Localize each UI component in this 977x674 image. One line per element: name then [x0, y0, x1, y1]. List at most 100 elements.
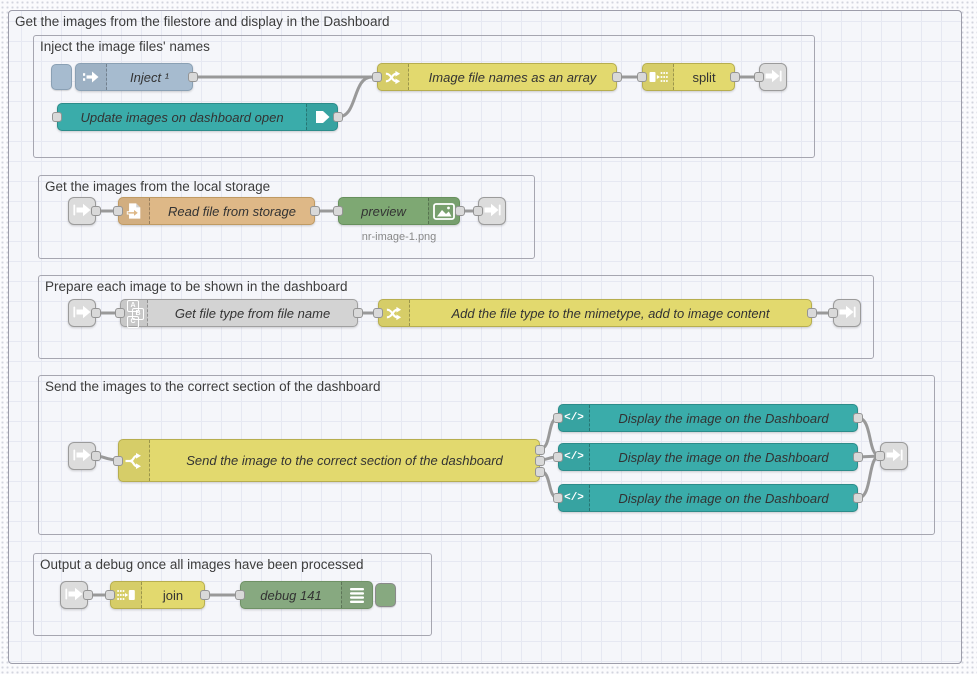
template-code-icon: </>: [559, 405, 590, 431]
node-inject[interactable]: Inject ¹: [75, 63, 198, 91]
node-add-mimetype[interactable]: Add the file type to the mimetype, add t…: [373, 299, 817, 327]
image-icon: [428, 198, 459, 224]
input-port[interactable]: [105, 590, 115, 600]
template-code-icon: </>: [559, 485, 590, 511]
output-port[interactable]: [455, 206, 465, 216]
node-label: Get file type from file name: [174, 305, 331, 321]
node-link-out[interactable]: [828, 299, 861, 327]
output-port[interactable]: [188, 72, 198, 82]
input-port[interactable]: [113, 455, 123, 466]
output-port[interactable]: [730, 72, 740, 82]
node-display-image-1[interactable]: </> Display the image on the Dashboard: [553, 404, 863, 432]
node-link-out[interactable]: [473, 197, 506, 225]
group-local-storage[interactable]: Get the images from the local storage: [38, 175, 535, 259]
node-status-text: nr-image-1.png: [361, 231, 437, 243]
node-label: Display the image on the Dashboard: [618, 490, 829, 506]
output-port-2[interactable]: [535, 456, 545, 466]
node-get-file-type[interactable]: A B C Get file type from file name: [115, 299, 363, 328]
node-label: Inject ¹: [129, 69, 169, 85]
node-display-image-3[interactable]: </> Display the image on the Dashboard: [553, 484, 863, 512]
output-port[interactable]: [853, 452, 863, 462]
node-label: Image file names as an array: [428, 69, 597, 85]
input-port[interactable]: [875, 451, 885, 461]
group-label: Prepare each image to be shown in the da…: [45, 279, 348, 294]
file-icon: [119, 198, 150, 224]
output-port[interactable]: [807, 308, 817, 318]
input-port[interactable]: [52, 112, 62, 122]
wire[interactable]: [336, 75, 374, 119]
inject-arrow-icon: [76, 64, 107, 90]
node-label: join: [162, 587, 184, 603]
input-port[interactable]: [372, 72, 382, 82]
output-port[interactable]: [91, 308, 101, 318]
inject-trigger-button[interactable]: [51, 64, 72, 90]
output-port[interactable]: [200, 590, 210, 600]
group-label: Get the images from the filestore and di…: [15, 14, 390, 29]
debug-toggle-button[interactable]: [375, 583, 396, 607]
node-split[interactable]: split: [637, 63, 740, 91]
link-in-icon: [72, 302, 92, 325]
change-shuffle-icon: [378, 64, 409, 90]
output-port[interactable]: [91, 451, 101, 461]
node-read-file-from-storage[interactable]: Read file from storage: [113, 197, 320, 225]
group-label: Inject the image files' names: [40, 39, 210, 54]
node-label: Read file from storage: [168, 203, 296, 219]
switch-fork-icon: [119, 440, 150, 481]
input-port[interactable]: [828, 308, 838, 318]
node-link-in[interactable]: [68, 299, 101, 327]
node-image-preview[interactable]: preview: [333, 197, 465, 225]
output-port[interactable]: [853, 413, 863, 423]
output-port[interactable]: [83, 590, 93, 600]
group-output-debug[interactable]: Output a debug once all images have been…: [33, 553, 432, 636]
input-port[interactable]: [333, 206, 343, 216]
wire[interactable]: [856, 454, 882, 500]
node-debug[interactable]: debug 141: [235, 581, 373, 609]
node-label: Display the image on the Dashboard: [618, 449, 829, 465]
node-display-image-2[interactable]: </> Display the image on the Dashboard: [553, 443, 863, 471]
input-port[interactable]: [637, 72, 647, 82]
group-label: Send the images to the correct section o…: [45, 379, 381, 394]
output-port[interactable]: [612, 72, 622, 82]
node-update-images-on-dashboard-open[interactable]: Update images on dashboard open: [52, 103, 343, 131]
node-link-in[interactable]: [68, 197, 101, 225]
output-port[interactable]: [91, 206, 101, 216]
input-port[interactable]: [553, 452, 563, 462]
input-port[interactable]: [235, 590, 245, 600]
output-port[interactable]: [353, 308, 363, 318]
node-link-in[interactable]: [60, 581, 93, 609]
output-port-3[interactable]: [535, 467, 545, 477]
group-send-dashboard[interactable]: Send the images to the correct section o…: [38, 375, 935, 535]
input-port[interactable]: [553, 493, 563, 503]
input-port[interactable]: [754, 72, 764, 82]
link-out-icon: [482, 200, 502, 223]
node-link-in[interactable]: [68, 442, 101, 470]
node-switch-send-image[interactable]: Send the image to the correct section of…: [113, 439, 545, 482]
input-port[interactable]: [115, 308, 125, 318]
link-in-icon: [72, 445, 92, 468]
ui-control-arrow-icon: [306, 104, 337, 130]
node-link-out[interactable]: [875, 442, 908, 470]
link-out-icon: [763, 66, 783, 89]
link-out-icon: [884, 445, 904, 468]
join-icon: [111, 582, 142, 608]
input-port[interactable]: [473, 206, 483, 216]
node-link-out[interactable]: [754, 63, 787, 91]
group-prepare-image[interactable]: Prepare each image to be shown in the da…: [38, 275, 874, 359]
node-label: split: [692, 69, 716, 85]
output-port-1[interactable]: [535, 445, 545, 455]
node-label: Display the image on the Dashboard: [618, 410, 829, 426]
node-label: preview: [361, 203, 406, 219]
output-port[interactable]: [333, 112, 343, 122]
node-join[interactable]: join: [105, 581, 210, 609]
node-image-file-names-array[interactable]: Image file names as an array: [372, 63, 622, 91]
input-port[interactable]: [113, 206, 123, 216]
input-port[interactable]: [553, 413, 563, 423]
link-in-icon: [64, 584, 84, 607]
output-port[interactable]: [310, 206, 320, 216]
input-port[interactable]: [373, 308, 383, 318]
group-label: Output a debug once all images have been…: [40, 557, 364, 572]
group-inject-filenames[interactable]: Inject the image files' names: [33, 35, 815, 158]
output-port[interactable]: [853, 493, 863, 503]
